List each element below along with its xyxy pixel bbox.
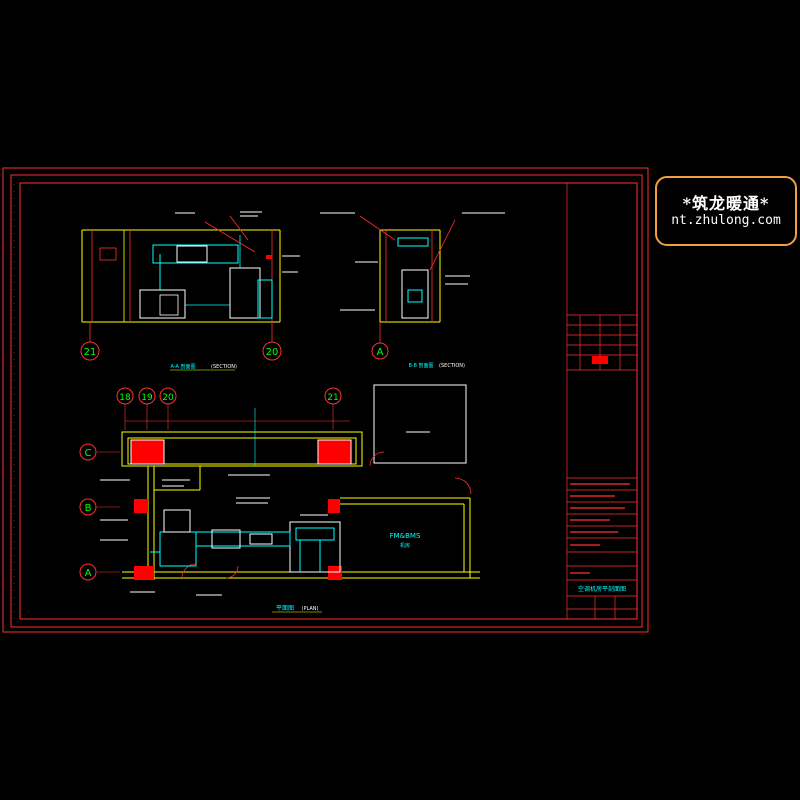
plan-grid-lines (97, 404, 334, 573)
room-label-fmbms: FM&BMS (390, 532, 421, 540)
plan-title: 平面图 (276, 605, 294, 612)
grid-bubble-c: C (79, 443, 97, 461)
section-aa-title: A-A 剖面图 (170, 363, 195, 370)
grid-label-18: 18 (119, 393, 131, 403)
column-a-left (134, 566, 154, 580)
section-bb (359, 215, 456, 343)
sheet-border (10, 174, 643, 628)
watermark-box: *筑龙暖通* nt.zhulong.com (655, 176, 797, 246)
grid-label-21: 21 (327, 393, 338, 403)
column-b-left (134, 499, 148, 513)
grid-bubble-20: 20 (159, 387, 177, 405)
grid-label-a: A (85, 568, 92, 579)
grid-bubble-19: 19 (138, 387, 156, 405)
watermark-title: *筑龙暖通* (682, 194, 770, 213)
grid-label-21-section: 21 (84, 347, 97, 358)
room-sub-label: 机房 (400, 542, 410, 549)
column-a-right (328, 566, 342, 580)
section-aa-labels (175, 211, 300, 273)
title-block-stamp (592, 356, 608, 364)
door-swing-right (454, 477, 472, 495)
grid-bubble-21: 21 (324, 387, 342, 405)
plan-labels (100, 431, 430, 596)
grid-label-20: 20 (162, 393, 174, 403)
section-bb-title: B-B 剖面图 (408, 362, 433, 369)
grid-label-b: B (85, 503, 92, 514)
grid-bubble-a: A (79, 563, 97, 581)
door-swing-lower (181, 563, 197, 579)
grid-bubble-21-section: 21 (80, 341, 100, 361)
plan-title-en: (PLAN) (302, 606, 319, 612)
grid-bubble-18: 18 (116, 387, 134, 405)
section-bb-labels (320, 212, 505, 311)
grid-label-20-section: 20 (266, 347, 279, 358)
section-bb-title-en: (SECTION) (439, 363, 465, 369)
grid-bubble-a-section: A (371, 342, 389, 360)
outer-frame (2, 167, 649, 633)
title-block (566, 183, 637, 619)
grid-label-c: C (85, 448, 92, 459)
door-swing-lower-2 (225, 565, 239, 579)
section-aa (81, 215, 281, 342)
grid-bubble-20-section: 20 (262, 341, 282, 361)
grid-label-19: 19 (141, 393, 153, 403)
watermark-url: nt.zhulong.com (671, 213, 781, 228)
grid-label-a-section: A (377, 347, 384, 358)
section-aa-title-en: (SECTION) (211, 364, 237, 370)
drawing-border (19, 182, 638, 620)
drawing-title: 空调机房平剖面图 (578, 585, 626, 593)
plan-walls (121, 431, 480, 580)
grid-bubble-b: B (79, 498, 97, 516)
column-b-right (328, 499, 340, 513)
adjacent-room (373, 384, 467, 464)
column-c-right (317, 439, 352, 465)
plan-equipment (150, 509, 341, 573)
door-swing-upper (369, 451, 385, 467)
column-c-left (130, 439, 165, 465)
title-block-notes (570, 483, 630, 574)
